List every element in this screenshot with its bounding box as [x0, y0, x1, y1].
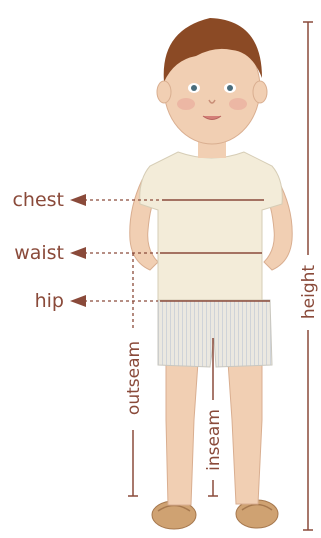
right-leg — [228, 362, 262, 504]
waist-arrow-icon — [70, 247, 86, 259]
shorts — [158, 300, 272, 367]
hip-label: hip — [35, 290, 64, 312]
waist-label: waist — [14, 242, 64, 264]
inseam-label: inseam — [204, 409, 224, 471]
chest-arrow-icon — [70, 194, 86, 206]
shirt — [140, 152, 283, 300]
height-label: height — [299, 265, 319, 320]
hip-arrow-icon — [70, 295, 86, 307]
left-leg — [166, 362, 198, 505]
chest-label: chest — [12, 189, 64, 211]
outseam-label: outseam — [124, 341, 144, 415]
